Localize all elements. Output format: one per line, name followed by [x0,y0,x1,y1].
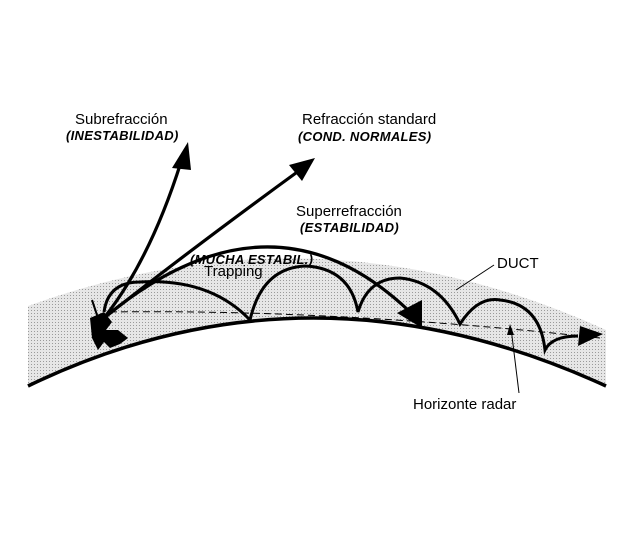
radar-horizon-line [109,311,601,339]
horizon-leader-arrow [507,324,514,335]
standard-refraction-arrowhead [289,158,315,181]
label-superrefraccion: Superrefracción [296,203,402,220]
horizon-leader-line [510,327,520,394]
label-duct: DUCT [497,255,539,272]
superrefraction-ray [102,245,410,320]
trapping-arrowhead [578,326,603,346]
label-refraccion-standard: Refracción standard [302,111,436,128]
label-trapping: Trapping [204,263,263,280]
label-mucha-estabil: (MUCHA ESTABIL.) [190,252,313,267]
earth-surface [27,316,607,388]
trapping-ray [102,264,579,356]
radar-antenna [90,312,128,350]
label-cond-normales: (COND. NORMALES) [298,129,431,144]
superrefraction-arrowhead [397,300,422,328]
label-horizonte-radar: Horizonte radar [413,396,516,413]
subrefraction-ray [102,161,183,319]
antenna-stub [91,299,99,319]
label-inestabilidad: (INESTABILIDAD) [66,128,179,143]
subrefraction-arrowhead [172,142,191,170]
label-estabilidad: (ESTABILIDAD) [300,220,399,235]
label-subrefraccion: Subrefracción [75,111,168,128]
duct-leader-line [455,264,495,291]
duct-layer [28,258,606,386]
